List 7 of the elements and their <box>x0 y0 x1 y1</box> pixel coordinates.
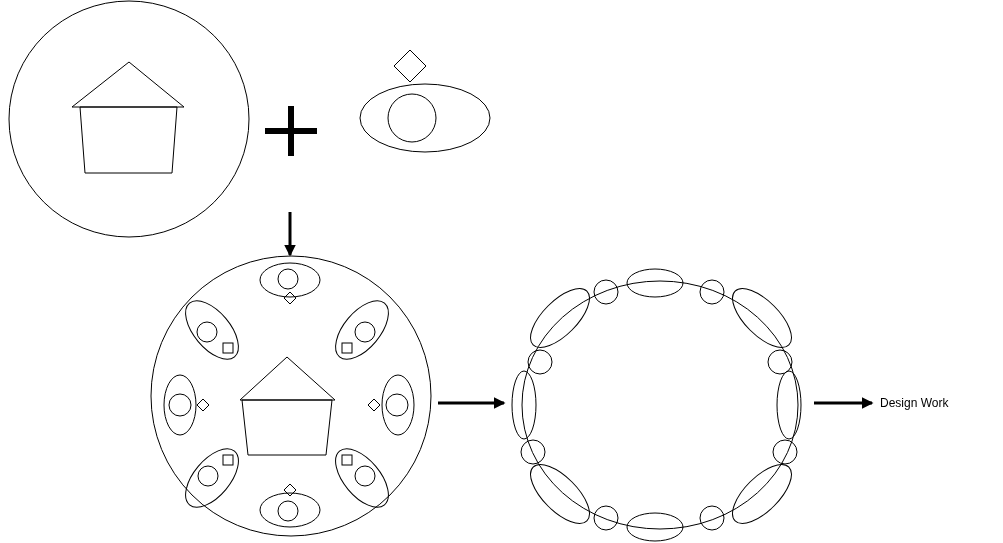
text-label: Design Work <box>880 396 949 410</box>
arrow <box>284 212 296 257</box>
arrow <box>814 397 874 409</box>
combined-circle-drawing <box>150 255 432 537</box>
house-in-circle-drawing <box>8 0 250 240</box>
arrow <box>438 397 506 409</box>
eye-with-diamond-drawing <box>358 48 492 154</box>
